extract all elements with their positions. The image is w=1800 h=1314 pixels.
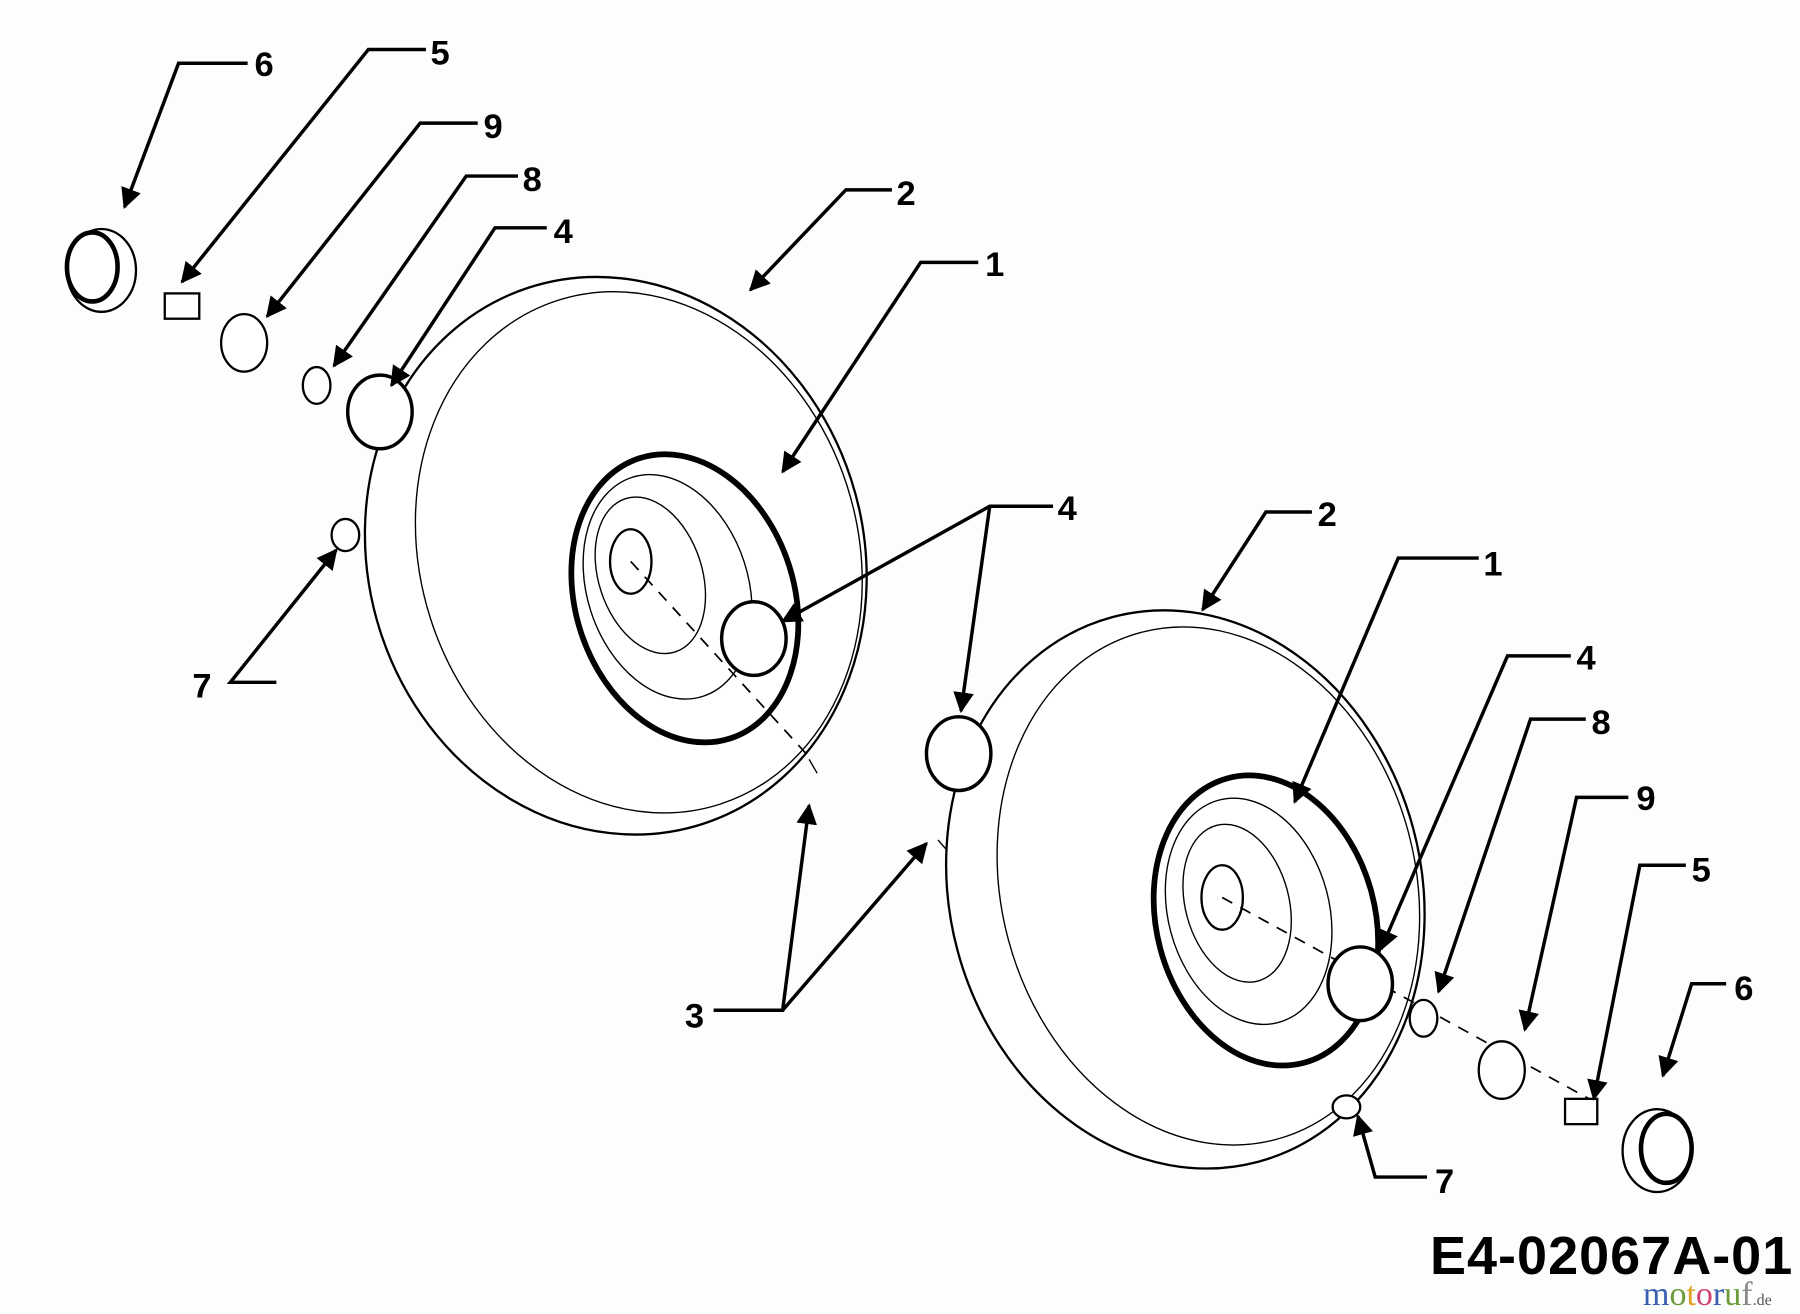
callout-6-right: 6 — [1734, 970, 1753, 1008]
callout-9-right: 9 — [1636, 780, 1655, 818]
callout-4: 4 — [554, 213, 573, 251]
leader-lines — [121, 47, 1727, 1179]
callout-8-right: 8 — [1592, 704, 1611, 742]
watermark-letter: t — [1686, 1276, 1696, 1313]
callout-1: 1 — [985, 246, 1004, 284]
valve-stem-left — [330, 517, 361, 553]
right-small-parts — [1326, 945, 1694, 1194]
watermark-letter: u — [1724, 1276, 1742, 1313]
callout-2: 2 — [897, 175, 916, 213]
callout-2-right: 2 — [1318, 496, 1337, 534]
callout-7-right: 7 — [1435, 1163, 1454, 1201]
callout-7: 7 — [192, 667, 211, 705]
callout-4-mid: 4 — [1058, 490, 1077, 528]
left-small-parts — [64, 227, 993, 850]
washer-9-left — [219, 312, 269, 373]
watermark-letter: o — [1695, 1276, 1713, 1313]
callout-1-right: 1 — [1483, 545, 1502, 583]
callout-8: 8 — [523, 161, 542, 199]
right-wheel — [944, 609, 1600, 1170]
washer-8-left — [301, 365, 332, 406]
washer-9-right — [1477, 1040, 1526, 1100]
callouts: 6 5 9 8 4 2 1 4 7 3 2 1 4 8 9 5 6 7 — [192, 34, 1753, 1201]
callout-6: 6 — [255, 46, 274, 84]
callout-5-right: 5 — [1692, 851, 1711, 889]
callout-3: 3 — [685, 997, 704, 1035]
bearing-mid-2 — [924, 715, 993, 793]
washer-8-right — [1408, 998, 1439, 1038]
watermark-letter: o — [1669, 1276, 1687, 1313]
callout-5: 5 — [431, 34, 450, 72]
bearing-left — [345, 373, 414, 451]
callout-4-right: 4 — [1577, 640, 1596, 678]
bolt-left — [163, 292, 201, 320]
watermark-domain: .de — [1752, 1292, 1772, 1309]
callout-9: 9 — [483, 108, 502, 146]
valve-stem-right — [1331, 1094, 1362, 1120]
diagram-code: E4-02067A-01 — [1430, 1226, 1794, 1286]
watermark-letter: m — [1643, 1276, 1670, 1313]
bearing-mid — [719, 600, 788, 678]
left-wheel — [363, 275, 868, 836]
bearing-right — [1326, 945, 1395, 1023]
watermark-letter: f — [1741, 1276, 1753, 1313]
watermark-letter: r — [1712, 1276, 1725, 1313]
watermark-logo: motoruf.de — [1643, 1276, 1772, 1314]
bolt-right — [1563, 1097, 1599, 1126]
